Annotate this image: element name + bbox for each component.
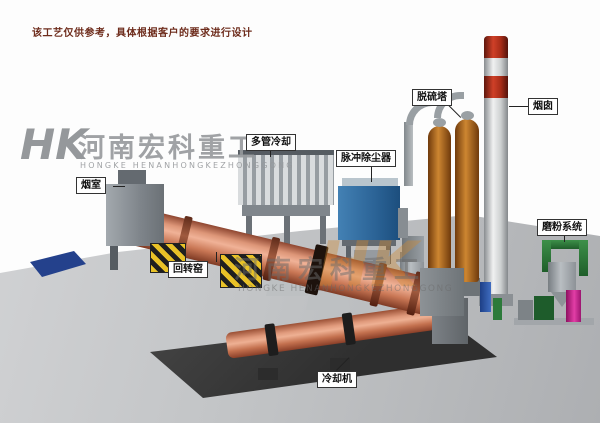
multi-tube-cooler-cap — [238, 150, 334, 155]
multi-tube-cooler-tubes — [238, 155, 334, 205]
grinding-hopper — [534, 296, 554, 320]
tower-cap — [433, 118, 446, 127]
dust-collector-leg — [346, 246, 351, 264]
grinding-motor — [518, 300, 533, 320]
logo-company-name: 河南宏科重工 — [78, 133, 258, 164]
cooler-support — [258, 368, 278, 380]
kiln-tyre — [262, 236, 281, 282]
leader-line — [113, 186, 125, 187]
label-grinding-system: 磨粉系统 — [537, 219, 587, 236]
duct-pipe — [398, 208, 408, 238]
label-desulfurization-tower: 脱硫塔 — [412, 89, 452, 106]
dust-collector-top — [342, 178, 398, 186]
chimney-white-band — [484, 58, 508, 76]
kiln-girth-gear — [304, 243, 329, 296]
label-chimney: 烟囱 — [528, 98, 558, 115]
smoke-chamber-leg — [110, 246, 118, 270]
pulse-dust-collector — [338, 186, 400, 240]
kiln-hazard-base — [220, 254, 262, 288]
cooler-leg — [246, 216, 252, 244]
smoke-chamber — [106, 184, 164, 246]
cooler-leg — [284, 216, 290, 244]
chimney-red-band — [484, 76, 508, 98]
logo-monogram: HK — [20, 120, 88, 169]
leader-line — [216, 252, 217, 262]
grinding-pipe — [542, 240, 588, 249]
logo-company-name-en: HONGKE HENANHONGKEZHONGGONG — [80, 161, 295, 170]
label-pulse-dust-collector: 脉冲除尘器 — [336, 150, 396, 167]
cooler-leg — [320, 216, 326, 244]
label-cooling-machine: 冷却机 — [317, 371, 357, 388]
fan-unit — [402, 236, 424, 262]
kiln-tyre — [369, 262, 388, 307]
kiln-discharge-housing — [420, 268, 464, 316]
chimney-red-band — [484, 36, 508, 58]
label-smoke-chamber: 烟室 — [76, 177, 106, 194]
cooling-machine-ring — [264, 323, 279, 357]
blue-unit — [480, 282, 491, 312]
grinding-pipe — [579, 240, 588, 276]
dust-collector-frame — [342, 240, 396, 246]
leader-line — [509, 106, 528, 107]
leader-line — [564, 236, 565, 242]
grinding-mill — [566, 290, 581, 322]
multi-tube-cooler-frame — [242, 205, 330, 216]
desulfurization-tower — [428, 126, 451, 282]
chimney — [484, 36, 508, 298]
tower-cap — [461, 111, 474, 120]
desulfurization-tower — [455, 119, 479, 282]
grinding-platform — [514, 318, 594, 325]
label-rotary-kiln: 回转窑 — [168, 261, 208, 278]
label-multi-tube-cooler: 多管冷却 — [246, 134, 296, 151]
disclaimer-note: 该工艺仅供参考，具体根据客户的要求进行设计 — [32, 28, 253, 39]
duct-riser — [404, 122, 413, 186]
grinding-pipe — [542, 240, 551, 272]
smoke-chamber-inlet — [118, 170, 146, 186]
leader-line — [371, 167, 372, 182]
cyclone-body — [548, 262, 576, 292]
leader-line — [270, 151, 271, 157]
green-unit — [493, 298, 502, 320]
cooling-machine-ring — [341, 312, 356, 346]
